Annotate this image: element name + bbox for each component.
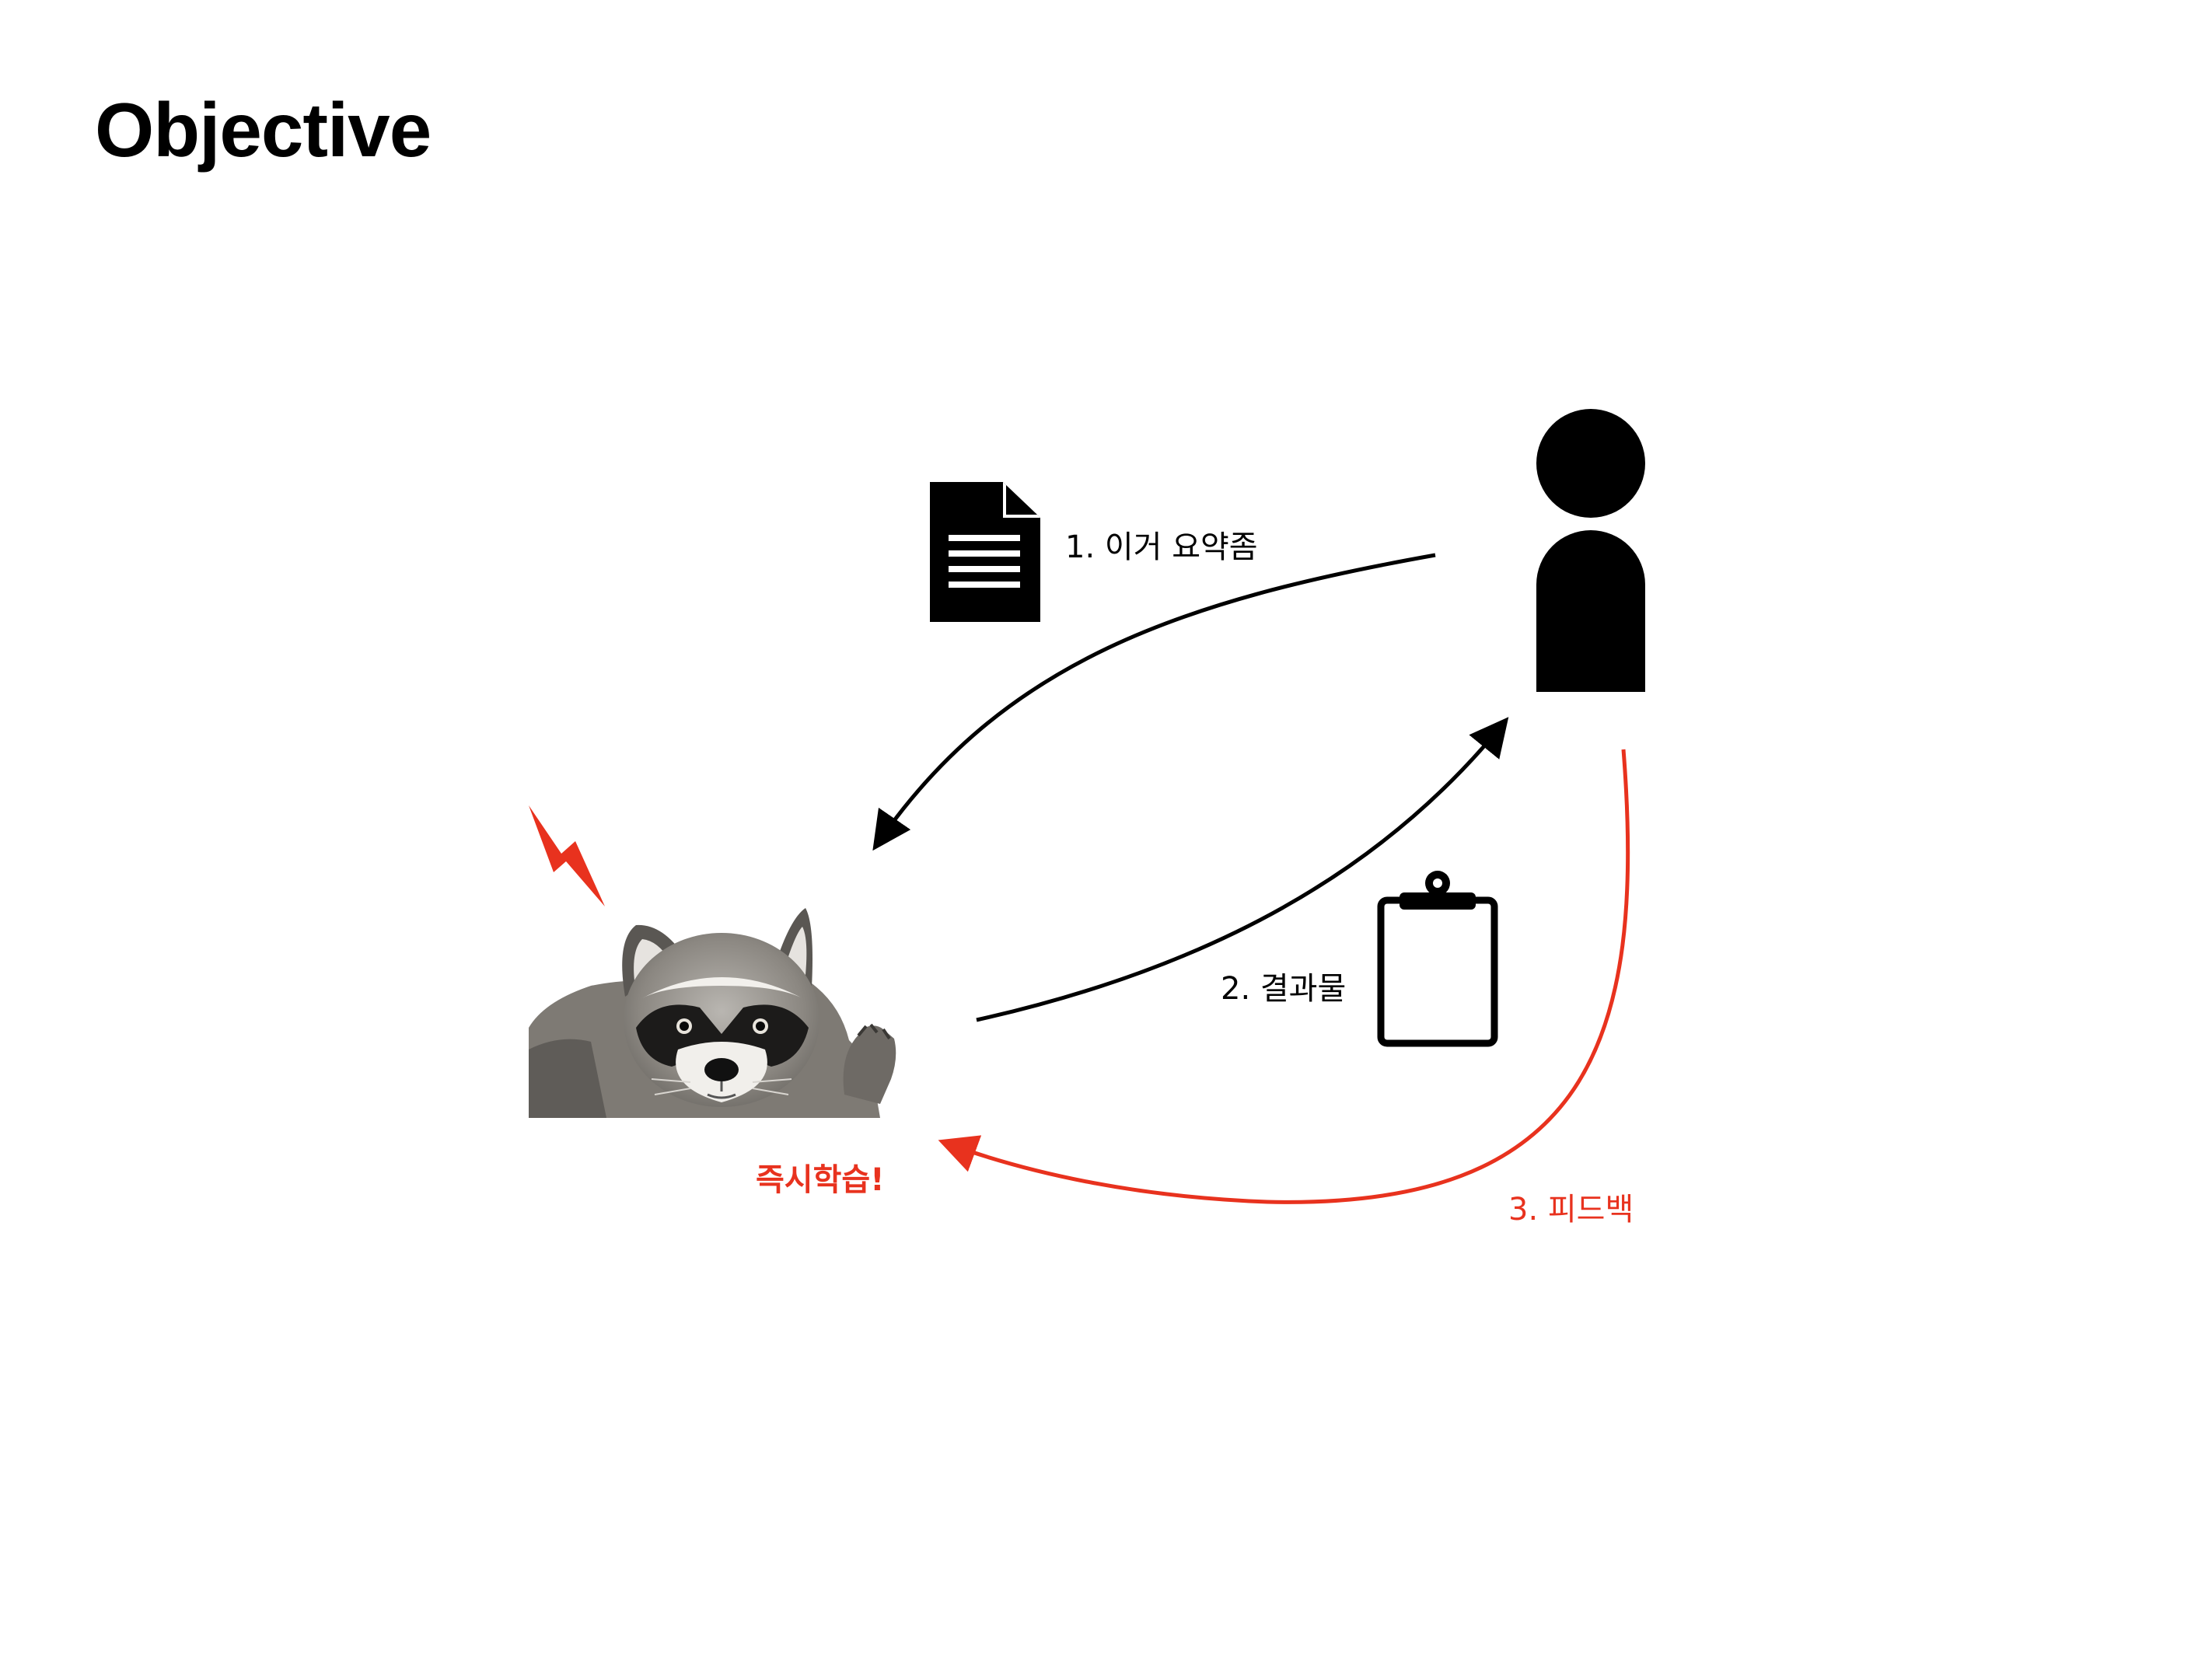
document-icon bbox=[930, 482, 1040, 622]
person-icon bbox=[1536, 409, 1645, 692]
step-feedback-label: 3. 피드백 bbox=[1508, 1192, 1634, 1228]
page-title: Objective bbox=[95, 87, 432, 173]
arrow-request bbox=[872, 553, 1436, 851]
arrow-feedback bbox=[938, 749, 1630, 1204]
clipboard-icon bbox=[1377, 871, 1498, 1047]
agent-status-label: 즉시학습! bbox=[756, 1162, 885, 1198]
raccoon-image bbox=[529, 908, 896, 1118]
arrow-result bbox=[976, 717, 1509, 1022]
lightning-icon bbox=[529, 805, 605, 906]
step-result-label: 2. 결과물 bbox=[1221, 971, 1347, 1007]
step-request-label: 1. 이거 요약좀 bbox=[1065, 529, 1258, 565]
